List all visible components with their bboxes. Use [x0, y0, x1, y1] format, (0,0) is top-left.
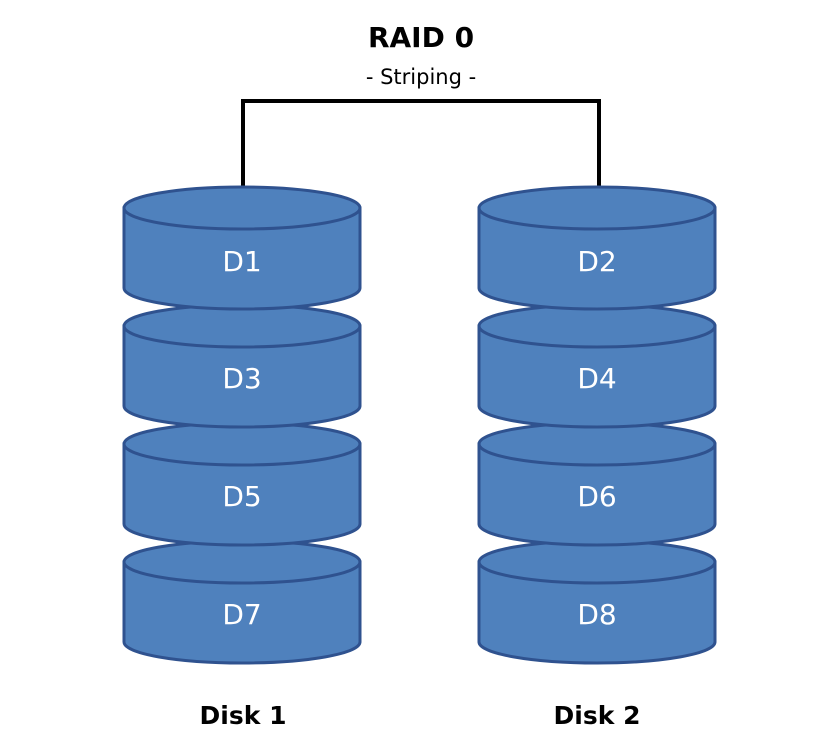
block-d3: D3 — [122, 303, 362, 429]
block-label: D6 — [577, 480, 616, 513]
block-label: D5 — [222, 480, 261, 513]
disk-1-label: Disk 1 — [200, 701, 287, 730]
block-d7: D7 — [122, 539, 362, 665]
block-label: D3 — [222, 362, 261, 395]
block-d5: D5 — [122, 421, 362, 547]
block-label: D7 — [222, 598, 261, 631]
block-label: D1 — [222, 245, 261, 278]
disk-2-stack: D8 D6 D4 D2 — [477, 185, 717, 665]
striping-connector — [241, 99, 601, 205]
block-label: D8 — [577, 598, 616, 631]
block-d2: D2 — [477, 185, 717, 311]
block-label: D4 — [577, 362, 616, 395]
block-d8: D8 — [477, 539, 717, 665]
diagram-subtitle: - Striping - — [366, 65, 476, 89]
disk-1-stack: D7 D5 D3 D1 — [122, 185, 362, 665]
block-label: D2 — [577, 245, 616, 278]
disk-2-label: Disk 2 — [554, 701, 641, 730]
block-d4: D4 — [477, 303, 717, 429]
block-d6: D6 — [477, 421, 717, 547]
diagram-title: RAID 0 — [368, 21, 474, 54]
block-d1: D1 — [122, 185, 362, 311]
